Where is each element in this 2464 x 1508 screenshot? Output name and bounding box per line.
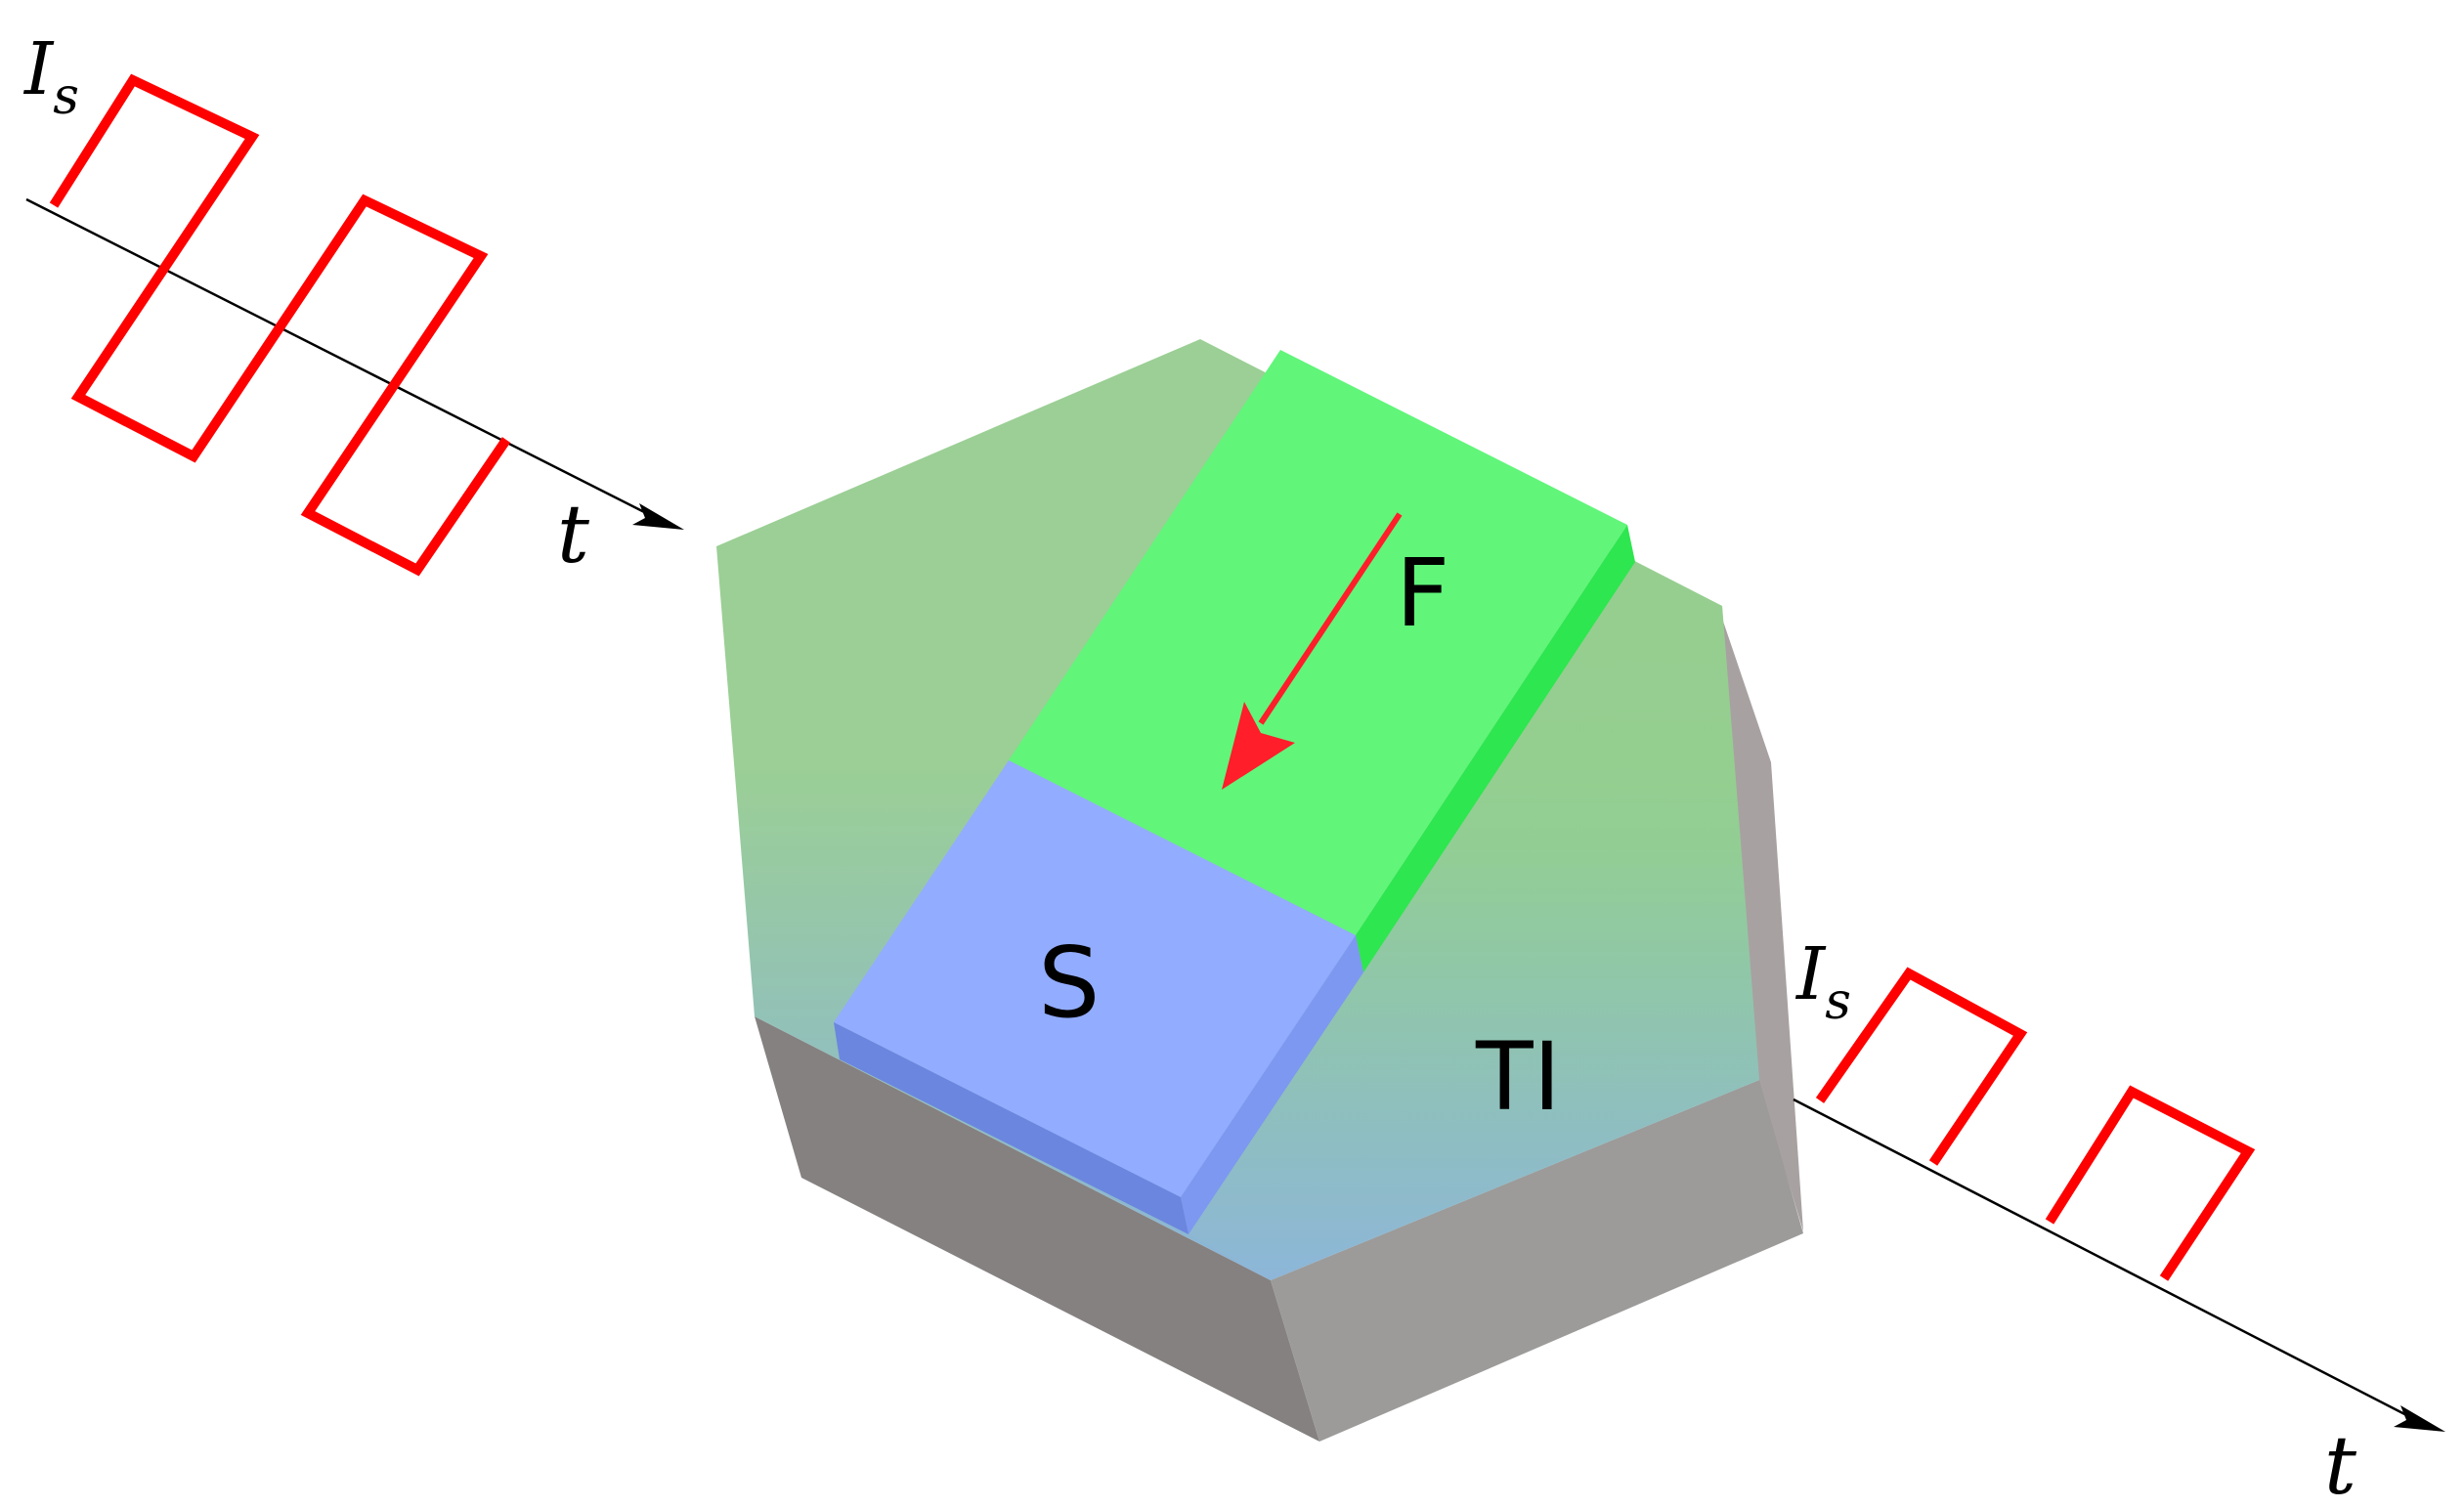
left-time-axis-arrowhead [632, 503, 684, 530]
ferromagnet-strip [1009, 350, 1635, 972]
diagram-labels: Is t Is t F S TI [22, 27, 2357, 1508]
right-current-label: Is [1794, 932, 1851, 1031]
superconductor-front-face [834, 1022, 1189, 1234]
left-current-main: I [22, 27, 55, 111]
left-time-label: t [557, 489, 590, 582]
ferromagnet-top-face [1009, 350, 1627, 935]
left-pulse-waveform [49, 73, 511, 577]
magnetization-arrow [1222, 512, 1403, 790]
substrate-right-face [1271, 1080, 1803, 1442]
right-time-label: t [2324, 1420, 2357, 1508]
left-current-label: Is [22, 27, 79, 126]
superconductor-right-face [1181, 935, 1363, 1234]
substrate-far-face [1717, 604, 1803, 1231]
right-current-main: I [1794, 932, 1827, 1016]
right-time-axis-arrowhead [2394, 1405, 2445, 1432]
right-pulse-plot [1793, 967, 2445, 1432]
superconductor-strip [834, 760, 1363, 1234]
substrate-left-face [755, 1016, 1319, 1442]
right-time-axis [1793, 1098, 2417, 1422]
ferromagnet-label: F [1396, 539, 1449, 648]
superconductor-label: S [1038, 926, 1100, 1040]
magnetization-arrow-head [1222, 702, 1295, 790]
right-current-sub: s [1825, 972, 1851, 1031]
left-pulse-plot [25, 73, 684, 577]
ti-label: TI [1475, 1022, 1561, 1132]
ferromagnet-side-face [1356, 525, 1635, 972]
right-pulse-waveform [1815, 967, 2256, 1281]
left-current-sub: s [53, 67, 79, 126]
superconductor-top-face [834, 760, 1356, 1197]
left-time-axis [25, 197, 661, 522]
magnetization-arrow-shaft [1258, 512, 1403, 725]
ti-top-face-right [1188, 557, 1759, 1280]
